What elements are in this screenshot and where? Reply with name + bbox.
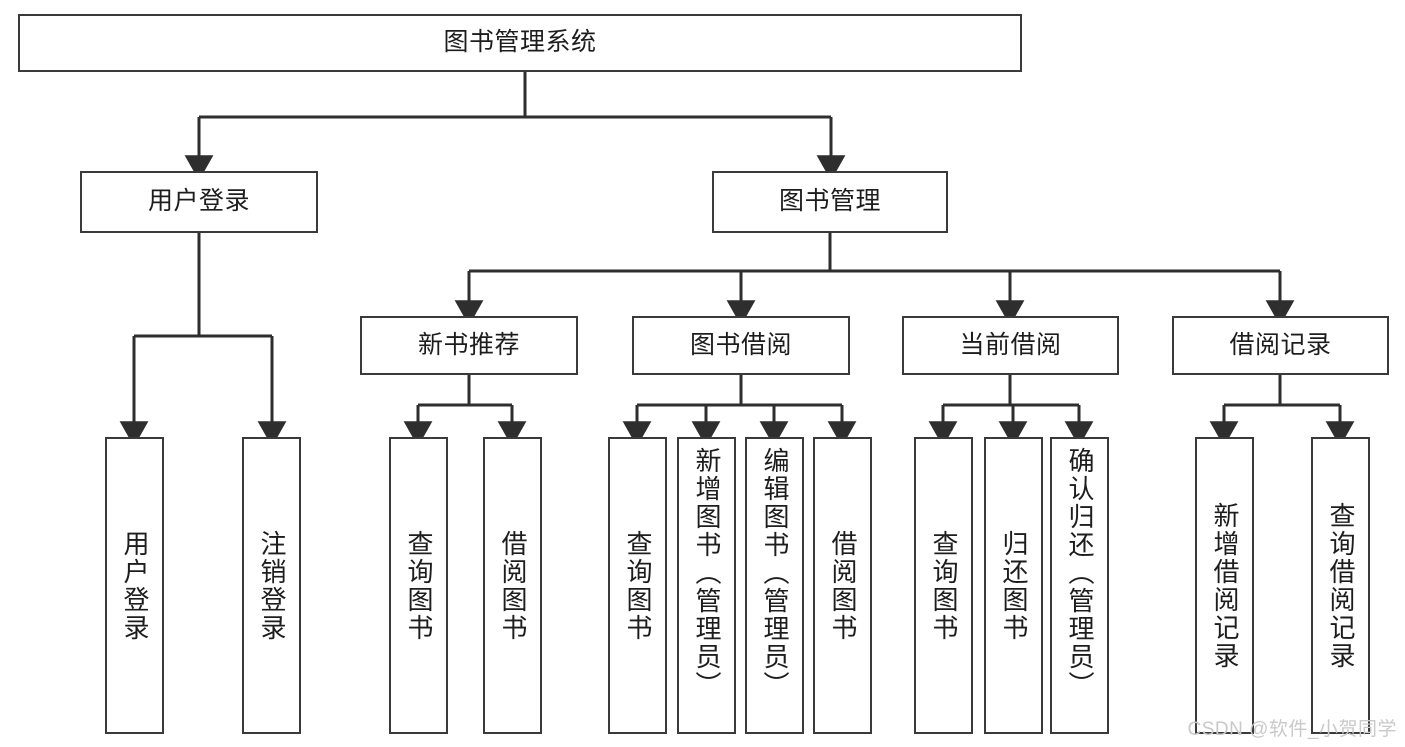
leaf-query-record-label: 查询借阅记录 [1326,501,1357,670]
leaf-query-book-2-label: 查询图书 [623,529,654,642]
node-new-book-rec-label: 新书推荐 [417,330,520,359]
node-book-borrow-label: 图书借阅 [689,330,792,359]
leaf-borrow-book-2[interactable]: 借阅图书 [813,437,872,734]
leaf-logout[interactable]: 注销登录 [242,437,301,734]
leaf-edit-book[interactable]: 编辑图书（管理员） [745,437,804,734]
leaf-query-book-2[interactable]: 查询图书 [608,437,667,734]
leaf-confirm-return[interactable]: 确认归还（管理员） [1050,437,1109,734]
node-user-login-label: 用户登录 [147,187,250,216]
leaf-add-record[interactable]: 新增借阅记录 [1195,437,1254,734]
leaf-query-book-1-label: 查询图书 [404,529,435,642]
leaf-query-record[interactable]: 查询借阅记录 [1311,437,1370,734]
node-user-login[interactable]: 用户登录 [80,171,318,233]
csdn-watermark: CSDN @软件_小贺同学 [1187,719,1397,740]
leaf-query-book-3-label: 查询图书 [929,529,960,642]
node-root-label: 图书管理系统 [443,28,597,57]
leaf-add-book[interactable]: 新增图书（管理员） [677,437,736,734]
leaf-user-login[interactable]: 用户登录 [105,437,164,734]
node-root[interactable]: 图书管理系统 [18,14,1022,72]
node-current-borrow-label: 当前借阅 [959,330,1062,359]
leaf-borrow-book-1-label: 借阅图书 [498,529,529,642]
node-book-manage[interactable]: 图书管理 [712,171,948,233]
node-book-manage-label: 图书管理 [778,187,881,216]
leaf-add-record-label: 新增借阅记录 [1210,501,1241,670]
leaf-user-login-label: 用户登录 [120,529,151,642]
leaf-logout-label: 注销登录 [257,529,288,642]
leaf-query-book-1[interactable]: 查询图书 [389,437,448,734]
node-borrow-record[interactable]: 借阅记录 [1172,316,1389,375]
leaf-confirm-return-label: 确认归还（管理员） [1065,447,1096,699]
leaf-edit-book-label: 编辑图书（管理员） [760,447,791,699]
leaf-borrow-book-2-label: 借阅图书 [828,529,859,642]
node-current-borrow[interactable]: 当前借阅 [902,316,1119,375]
node-borrow-record-label: 借阅记录 [1229,330,1332,359]
leaf-return-book-label: 归还图书 [999,529,1030,642]
node-new-book-rec[interactable]: 新书推荐 [360,316,578,375]
node-book-borrow[interactable]: 图书借阅 [632,316,850,375]
leaf-query-book-3[interactable]: 查询图书 [914,437,973,734]
leaf-return-book[interactable]: 归还图书 [984,437,1043,734]
leaf-add-book-label: 新增图书（管理员） [692,447,723,699]
leaf-borrow-book-1[interactable]: 借阅图书 [483,437,542,734]
